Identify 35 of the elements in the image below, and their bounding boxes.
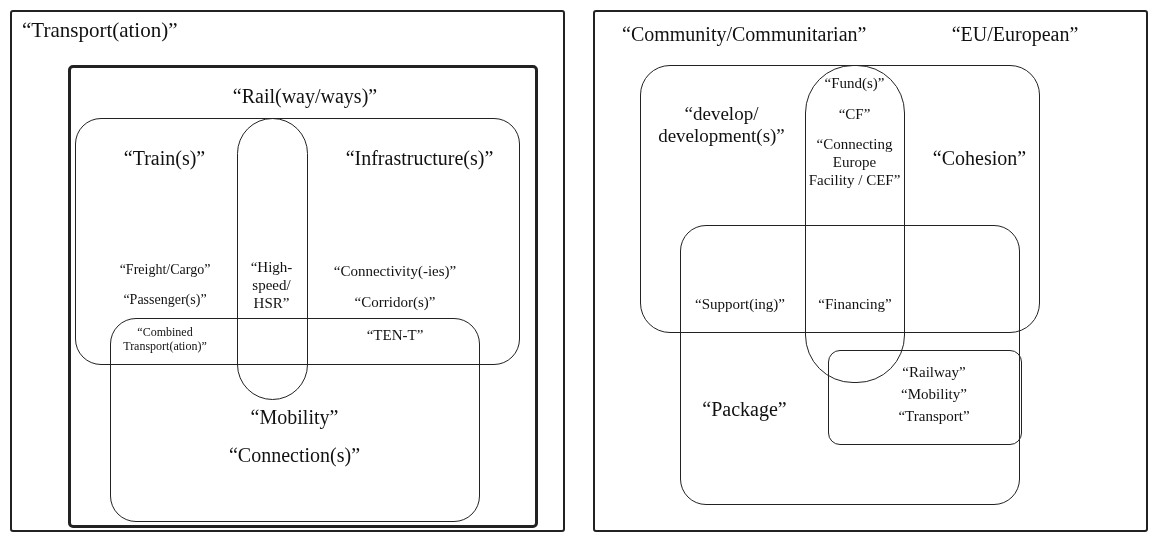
set-label: “Fund(s)” bbox=[824, 73, 885, 92]
set-label: “Community/Communitarian” bbox=[622, 22, 867, 46]
term-label: “Support(ing)” bbox=[695, 295, 785, 313]
set-label: “Infrastructure(s)” bbox=[345, 145, 494, 170]
set-label: “Rail(way/ways)” bbox=[232, 84, 378, 108]
set-label: “High-speed/ HSR” bbox=[249, 257, 294, 312]
set-box bbox=[75, 118, 520, 365]
outer-panel bbox=[10, 10, 565, 532]
set-pill bbox=[805, 65, 905, 383]
set-label: “CF” bbox=[838, 104, 871, 123]
term-label: “Passenger(s)” bbox=[123, 292, 207, 309]
outer-panel bbox=[593, 10, 1148, 532]
set-label: “Connection(s)” bbox=[228, 442, 361, 467]
term-label: “Corridor(s)” bbox=[354, 293, 436, 311]
set-label: “Railway” bbox=[902, 363, 966, 381]
set-label: “Transport” bbox=[898, 407, 970, 425]
set-box bbox=[640, 65, 1040, 333]
set-label: “Package” bbox=[702, 396, 787, 421]
set-label: “Transport(ation)” bbox=[22, 18, 178, 44]
set-label: “EU/European” bbox=[951, 22, 1079, 46]
set-box bbox=[827, 349, 1022, 445]
set-label: “Cohesion” bbox=[932, 145, 1027, 170]
set-label: “Train(s)” bbox=[123, 145, 206, 170]
term-label: “Combined Transport(ation)” bbox=[122, 325, 208, 354]
term-label: “Financing” bbox=[818, 295, 892, 313]
term-label: “TEN-T” bbox=[366, 326, 424, 344]
set-label: “develop/ development(s)” bbox=[657, 102, 786, 149]
term-label: “Connectivity(-ies)” bbox=[333, 262, 457, 280]
set-box bbox=[110, 318, 480, 522]
term-label: “Freight/Cargo” bbox=[119, 262, 211, 279]
set-box bbox=[68, 65, 538, 528]
set-label: “Mobility” bbox=[901, 385, 967, 403]
set-label: “Connecting Europe Facility / CEF” bbox=[808, 134, 901, 189]
set-box bbox=[680, 225, 1020, 505]
set-label: “Mobility” bbox=[250, 404, 339, 429]
